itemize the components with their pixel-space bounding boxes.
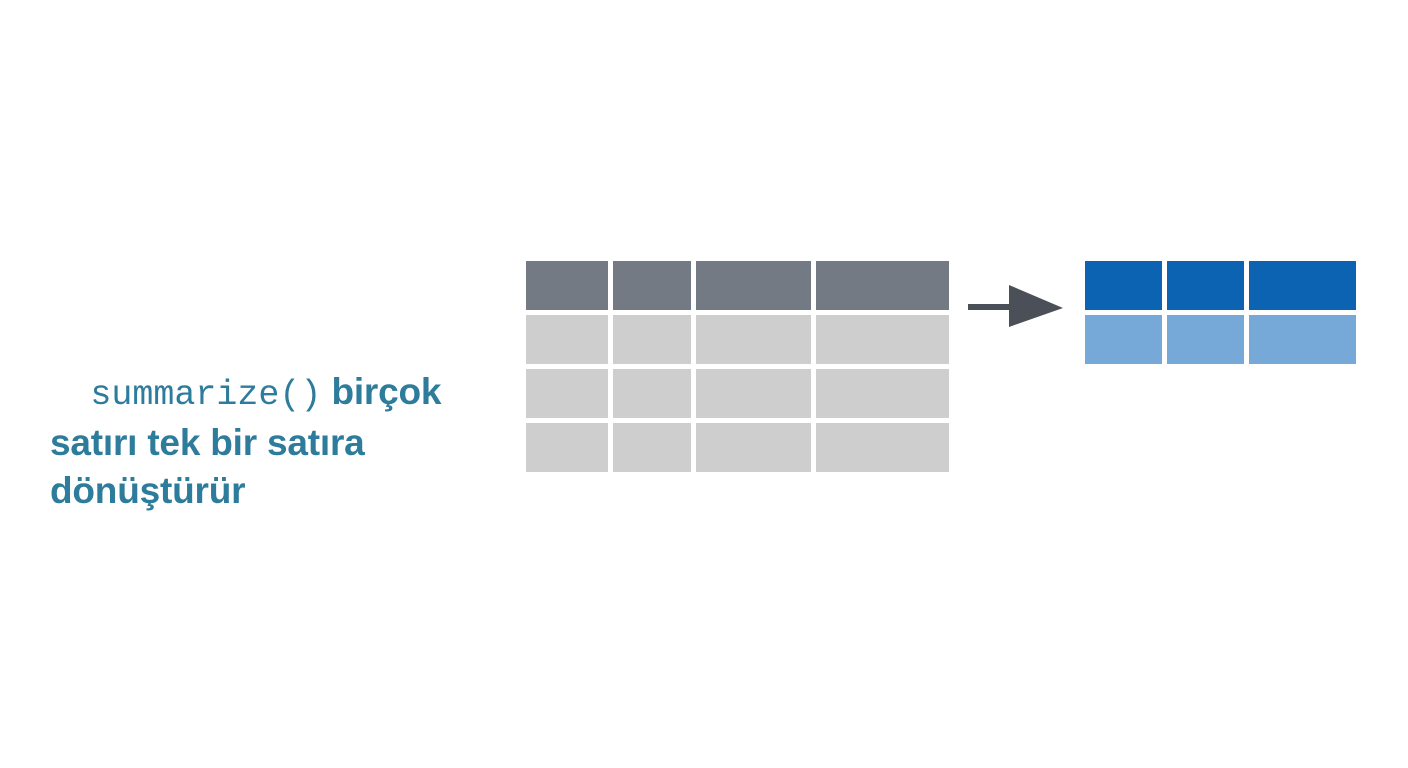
table-header-cell <box>1249 261 1356 310</box>
table-cell <box>526 423 608 472</box>
source-table <box>526 261 949 472</box>
table-cell <box>816 315 949 364</box>
table-cell <box>1167 315 1244 364</box>
caption-rest-span: birçok satırı tek bir satıra dönüştürür <box>50 371 452 511</box>
caption-code-span: summarize() <box>90 375 322 415</box>
table-cell <box>816 369 949 418</box>
table-cell <box>816 423 949 472</box>
table-cell <box>696 369 811 418</box>
table-cell <box>696 315 811 364</box>
table-header-row <box>1085 261 1356 310</box>
table-cell <box>613 423 691 472</box>
table-cell <box>1249 315 1356 364</box>
table-header-cell <box>613 261 691 310</box>
table-cell <box>613 369 691 418</box>
table-header-cell <box>1085 261 1162 310</box>
result-table <box>1085 261 1356 364</box>
table-header-row <box>526 261 949 310</box>
table-header-cell <box>696 261 811 310</box>
table-cell <box>526 315 608 364</box>
arrow-right-icon <box>968 285 1063 327</box>
table-cell <box>526 369 608 418</box>
caption-text: summarize() birçok satırı tek bir satıra… <box>50 320 480 563</box>
table-row <box>526 369 949 418</box>
table-header-cell <box>526 261 608 310</box>
table-cell <box>1085 315 1162 364</box>
table-row <box>1085 315 1356 364</box>
table-header-cell <box>816 261 949 310</box>
table-row <box>526 315 949 364</box>
table-cell <box>696 423 811 472</box>
table-header-cell <box>1167 261 1244 310</box>
table-row <box>526 423 949 472</box>
table-cell <box>613 315 691 364</box>
